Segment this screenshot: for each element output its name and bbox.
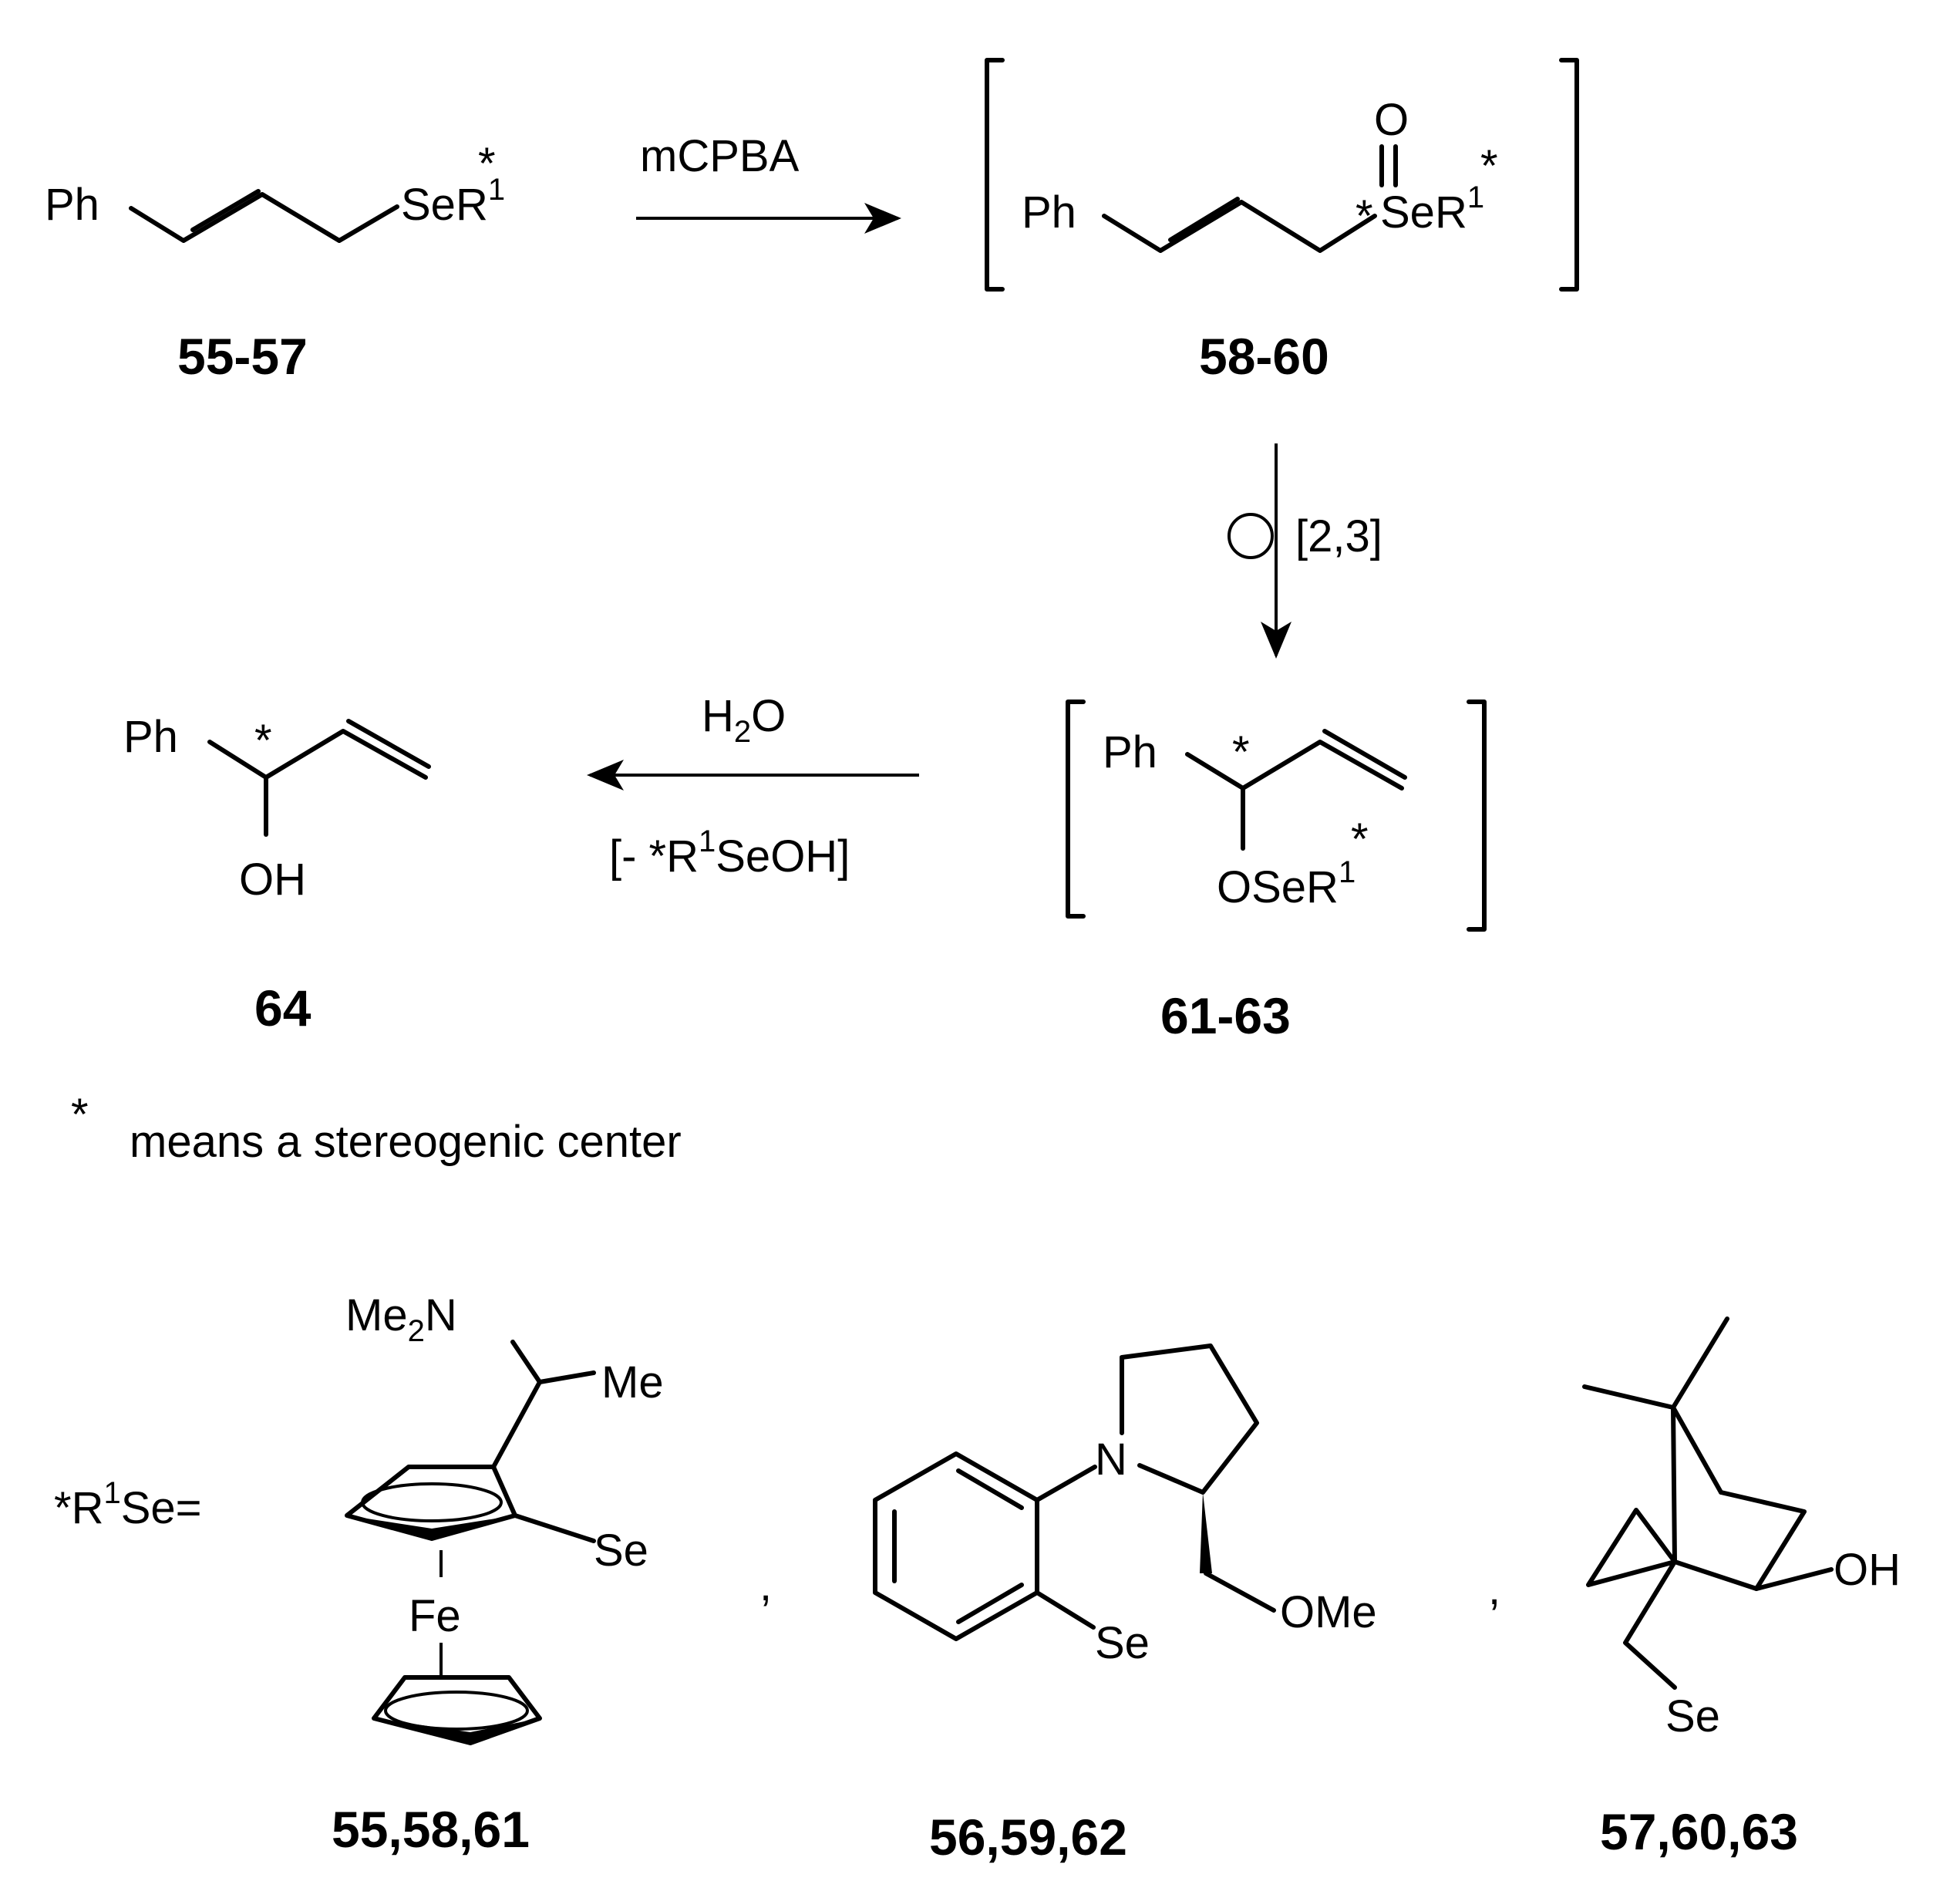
se-label: Se [594,1525,648,1576]
ph-label: Ph [45,180,99,230]
se-label: Se [1665,1691,1720,1741]
n-label: N [1095,1434,1127,1485]
compound-61-63-structure: Ph * OSeR1 * [1066,700,1487,932]
fe-label: Fe [409,1591,461,1641]
stereo-star: * [478,139,496,189]
compound-label-64: 64 [254,979,312,1037]
note-star: * [71,1090,89,1140]
ser1-label: SeR1 [1380,180,1484,238]
compound-58-60-structure: Ph * SeR1 * O [985,58,1579,292]
compound-label-55-58-61: 55,58,61 [332,1801,530,1858]
stereo-star: * [1480,141,1498,191]
compound-label-58-60: 58-60 [1199,328,1329,385]
separator-comma: , [1488,1564,1500,1614]
sigmatropic-circle-icon [1228,513,1274,559]
star-se: * [1355,191,1373,241]
compound-label-57-60-63: 57,60,63 [1600,1803,1798,1860]
ph-label: Ph [1022,187,1076,238]
pyrrolidine-ligand: N OMe Se [873,1343,1377,1668]
me2n-label: Me2N [345,1290,457,1348]
stereo-star: * [1232,727,1250,777]
reagent-water: H2O [702,691,786,749]
note-text: means a stereogenic center [130,1117,682,1167]
oh-label: OH [1834,1545,1901,1595]
me-label: Me [601,1357,664,1407]
camphor-ligand: OH Se [1582,1316,1901,1741]
oxygen-label: O [1374,95,1409,145]
compound-label-61-63: 61-63 [1160,987,1291,1044]
oh-label: OH [239,855,306,905]
se-label: Se [1095,1618,1150,1668]
compound-label-56-59-62: 56,59,62 [929,1809,1127,1866]
compound-label-55-57: 55-57 [177,328,308,385]
stereo-star: * [1351,814,1369,865]
ph-label: Ph [123,712,178,762]
compound-55-57-structure: Ph SeR1 * [45,139,505,243]
ferrocene-ligand: Me2N Me Se Fe [345,1290,664,1745]
ome-label: OMe [1280,1587,1377,1637]
oser1-label: OSeR1 [1217,855,1355,912]
reagent-mcpba: mCPBA [640,131,800,181]
ph-label: Ph [1103,727,1157,777]
stereo-star: * [254,716,272,766]
byproduct-label: [- *R1SeOH] [609,824,850,882]
ser1-label: SeR1 [401,173,505,230]
r1se-definition: *R1Se= [54,1476,202,1533]
separator-comma: , [759,1560,772,1610]
reagent-2-3: [2,3] [1295,511,1382,561]
compound-64-structure: Ph * OH [123,712,431,905]
